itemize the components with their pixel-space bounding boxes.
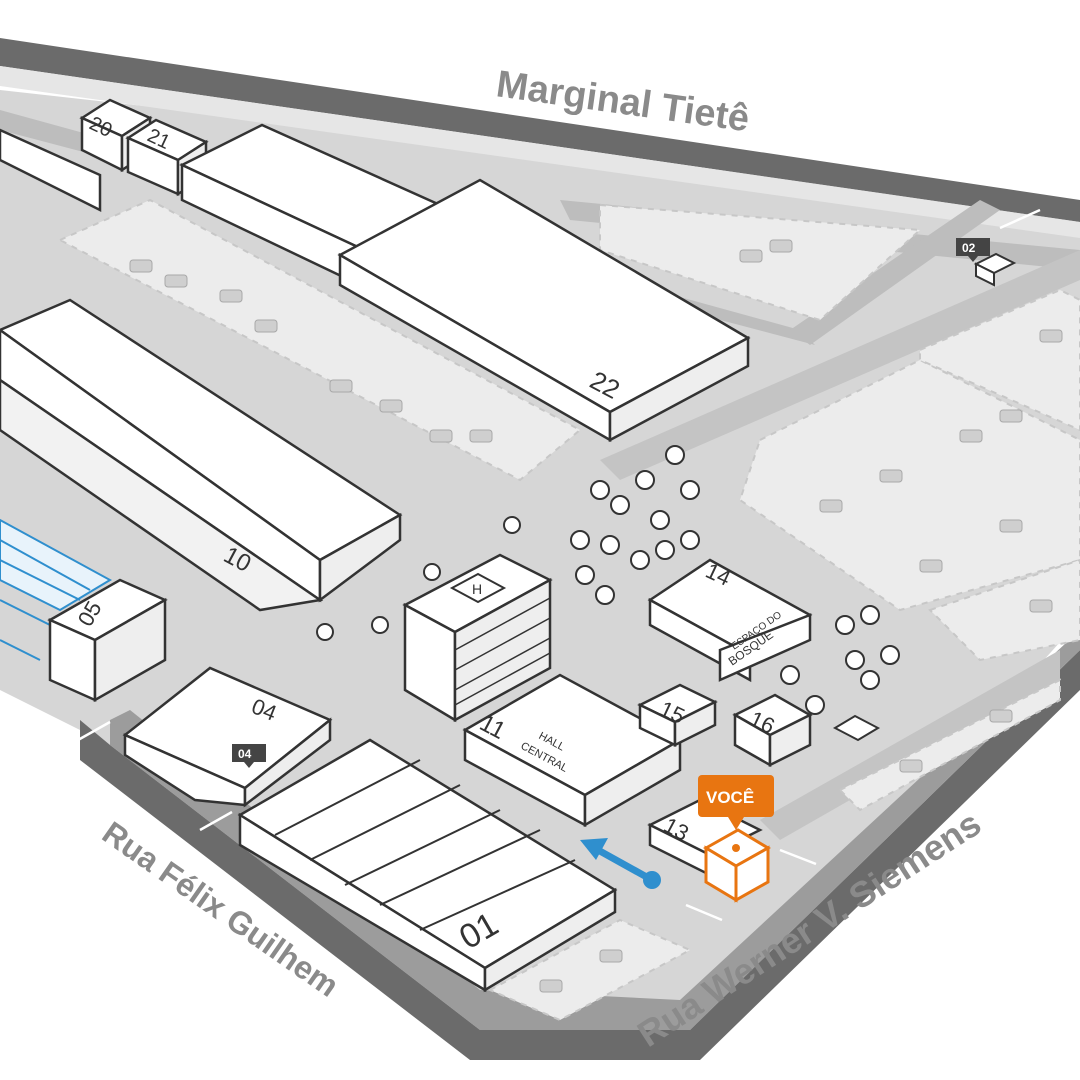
building-tower[interactable]	[402, 553, 553, 723]
building-10[interactable]	[0, 128, 403, 612]
building-22[interactable]	[179, 123, 751, 443]
building-04[interactable]	[122, 666, 333, 808]
label-gate-02: 02	[962, 241, 976, 255]
you-are-here-marker	[698, 775, 774, 903]
building-01[interactable]	[237, 738, 618, 993]
parking-lots	[57, 198, 1080, 1022]
heliport-pad	[449, 572, 507, 604]
traffic-arrows	[77, 208, 1041, 922]
gate-02[interactable]	[956, 238, 1017, 287]
building-14-espaco-do-bosque[interactable]	[647, 558, 813, 683]
kiosk	[832, 714, 881, 742]
building-15[interactable]	[637, 683, 718, 748]
internal-road-5	[760, 650, 1060, 840]
building-16[interactable]	[732, 693, 813, 768]
label-heliport: H	[472, 581, 482, 597]
road-marginal-tiete	[0, 38, 1080, 222]
you-are-here-label: VOCÊ	[706, 788, 754, 807]
you-are-here-building-icon	[703, 828, 771, 903]
building-21[interactable]	[125, 118, 209, 197]
building-05[interactable]	[47, 578, 168, 703]
direction-arrow	[580, 838, 661, 889]
you-are-here-badge	[698, 775, 774, 817]
internal-road-4	[600, 250, 1080, 480]
gate-04[interactable]	[232, 744, 266, 768]
label-gate-04: 04	[238, 747, 252, 761]
internal-road-3	[790, 200, 1000, 345]
road-perimeter-south	[80, 650, 1080, 1060]
highlight-area	[0, 518, 113, 661]
trees	[316, 445, 900, 715]
